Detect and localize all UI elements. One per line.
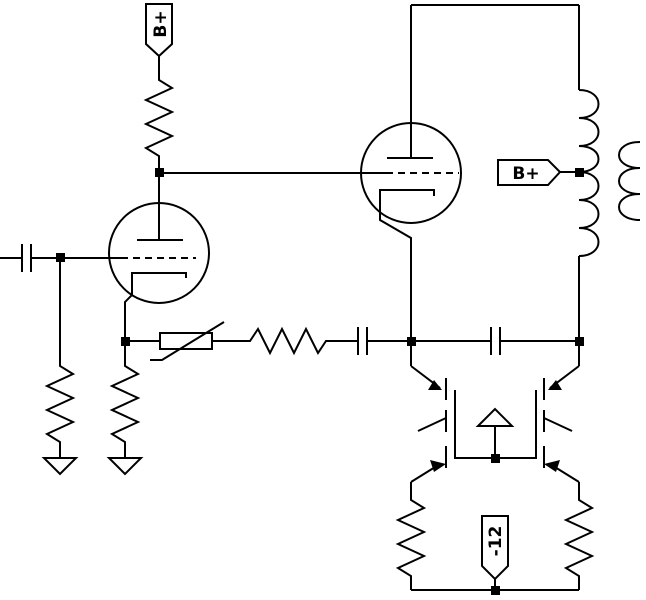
output-transformer — [578, 89, 641, 257]
vacuum-tube-1 — [108, 202, 210, 304]
junction-dot — [407, 337, 416, 346]
grid-leak-resistor — [44, 258, 76, 458]
neg12-supply-flag: -12 — [481, 515, 509, 581]
junction-dots — [56, 168, 584, 595]
junction-dot — [121, 337, 130, 346]
transistor-lower-left — [410, 446, 447, 483]
bplus-top-label: B+ — [151, 10, 171, 37]
junction-dot — [56, 253, 65, 262]
tube1-cathode — [131, 272, 187, 278]
tube2-cathode — [379, 189, 435, 196]
junction-dot — [491, 454, 500, 463]
transistor-lower-right — [543, 446, 580, 483]
bias-triangle — [475, 407, 515, 458]
emitter-resistor-right — [563, 482, 595, 590]
transformer-secondary — [618, 141, 641, 221]
feedback-resistor — [212, 326, 358, 356]
bplus-transformer-label: B+ — [512, 164, 539, 184]
plate-load-resistor — [143, 56, 175, 173]
bplus-top-flag: B+ — [145, 3, 173, 58]
junction-dot — [155, 168, 164, 177]
transistor-upper-left — [410, 365, 447, 400]
emitter-resistor-left — [395, 482, 427, 590]
cathode-resistor — [109, 341, 141, 458]
junction-dot — [575, 337, 584, 346]
output-capacitor — [411, 327, 579, 355]
junction-dot — [575, 168, 584, 177]
ground-symbol-2 — [106, 457, 144, 476]
feedback-capacitor — [357, 327, 411, 355]
transistor-upper-right — [543, 365, 580, 400]
transistor-mid-left — [417, 410, 447, 432]
wire-cathode2 — [379, 196, 412, 341]
bplus-transformer-flag: B+ — [497, 159, 562, 186]
neg12-label: -12 — [486, 526, 506, 557]
transistor-mid-right — [543, 410, 573, 432]
junction-dot — [491, 586, 500, 595]
ground-symbol-1 — [41, 457, 79, 476]
wire-cathode1 — [124, 278, 133, 341]
input-capacitor — [0, 244, 121, 272]
